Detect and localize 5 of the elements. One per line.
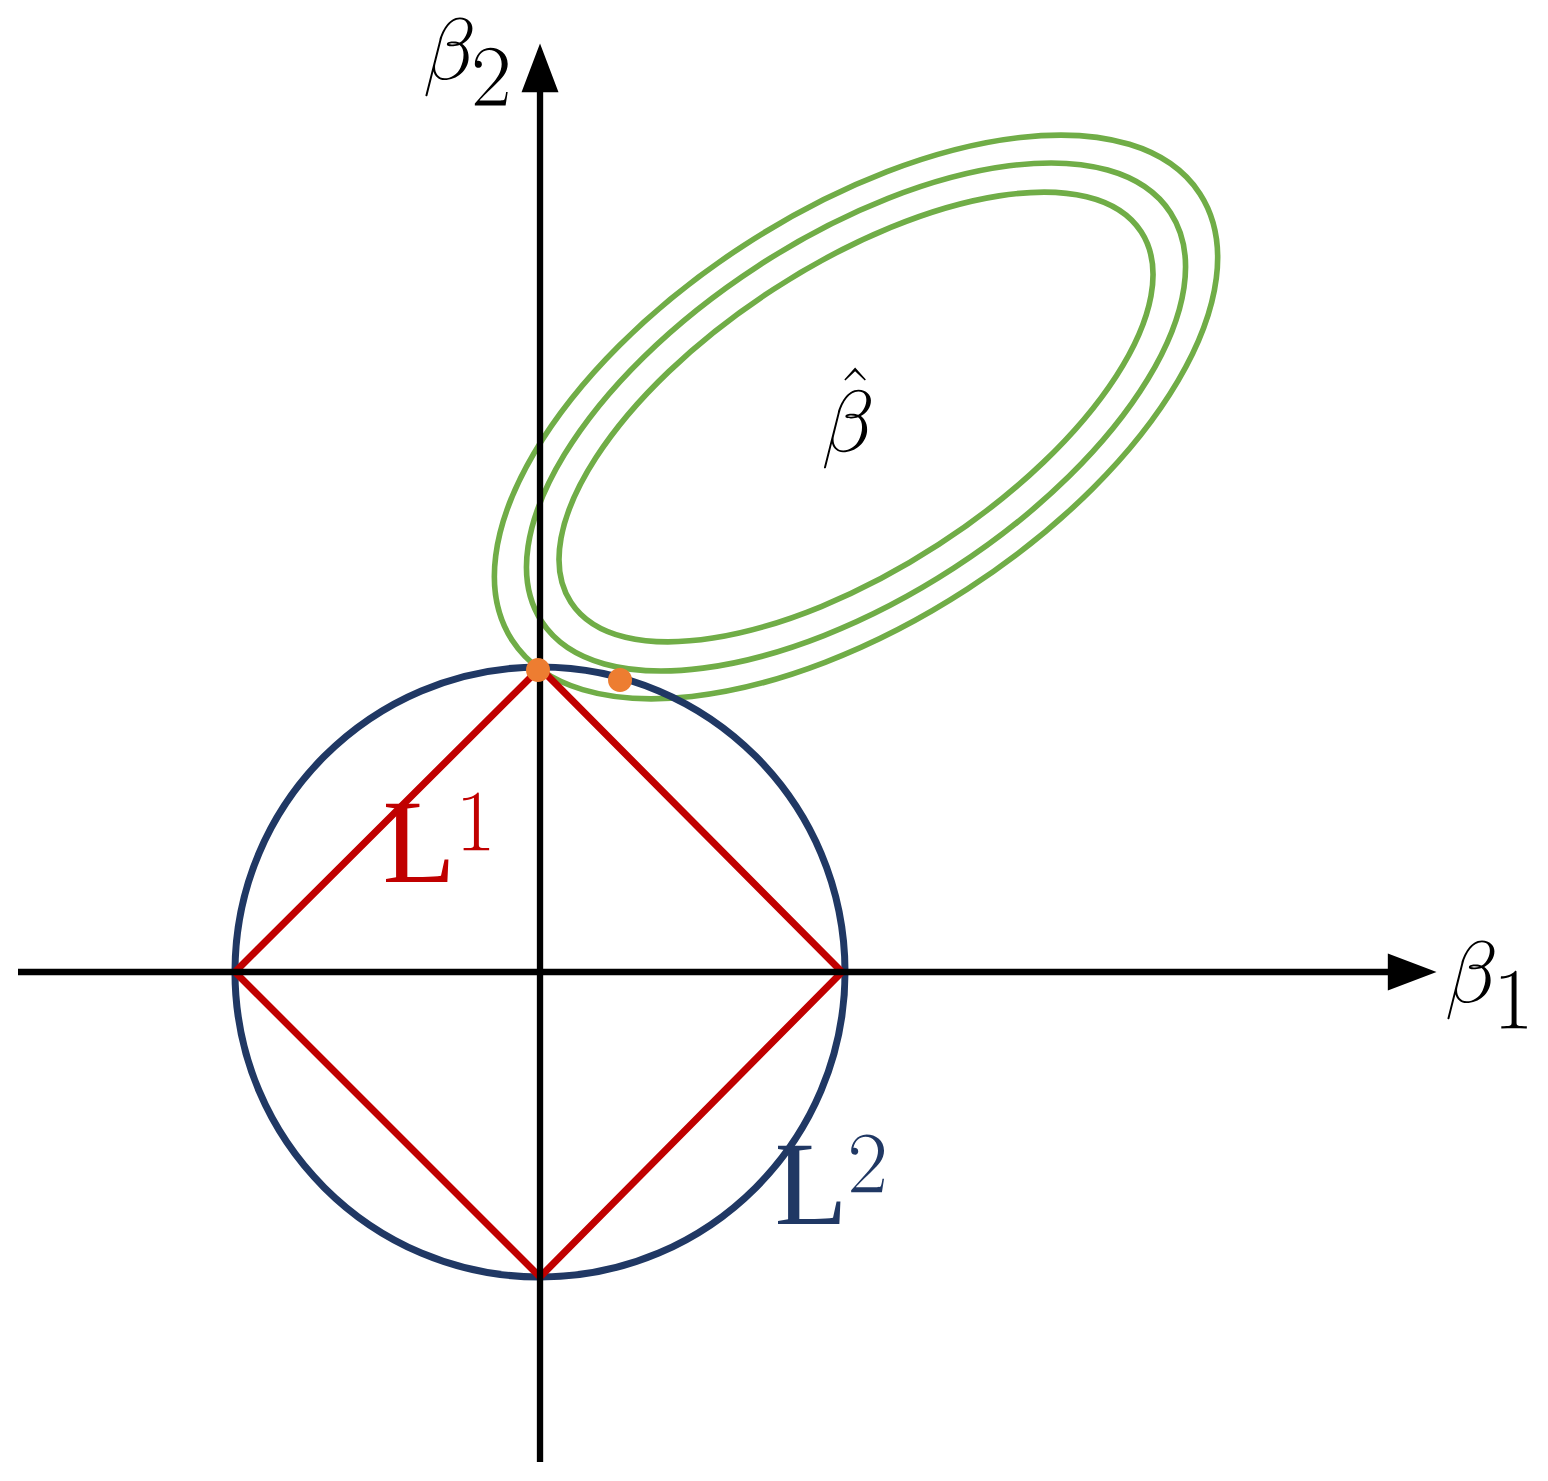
axis-label: $\beta_2$ [425,17,508,106]
norm-label: $\mathrm{L}^1$ [386,792,490,883]
axis-label: $\beta_1$ [1447,940,1527,1029]
estimate-label: $\hat{\beta}$ [823,367,871,469]
norm-label: $\mathrm{L}^2$ [778,1134,884,1225]
